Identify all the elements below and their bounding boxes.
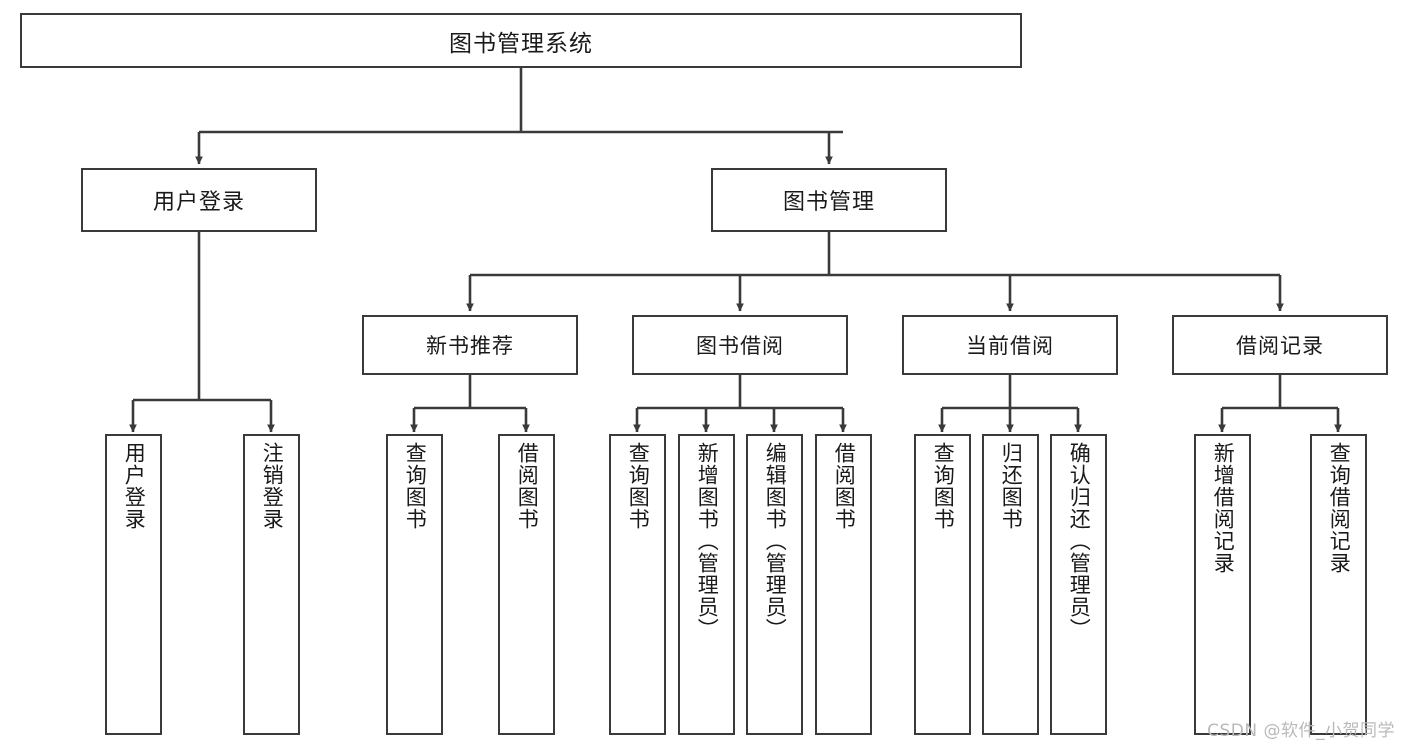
leaf-borrow-book[interactable]: 借阅图书 <box>815 434 872 735</box>
node-root-label: 图书管理系统 <box>449 30 593 57</box>
leaf-borrow-book-label: 借阅图书 <box>832 442 857 530</box>
leaf-add-borrow-record[interactable]: 新增借阅记录 <box>1194 434 1251 735</box>
leaf-edit-book-admin-label: 编辑图书（管理员） <box>763 442 788 640</box>
leaf-query-book-recommend-label: 查询图书 <box>403 442 428 530</box>
node-borrow-records-label: 借阅记录 <box>1236 334 1324 358</box>
node-root-book-management-system[interactable]: 图书管理系统 <box>20 13 1022 68</box>
leaf-borrow-book-recommend-label: 借阅图书 <box>515 442 540 530</box>
leaf-user-login[interactable]: 用户登录 <box>105 434 162 735</box>
leaf-query-book-current[interactable]: 查询图书 <box>914 434 971 735</box>
node-user-login-label: 用户登录 <box>152 190 245 215</box>
leaf-query-book-borrow[interactable]: 查询图书 <box>609 434 666 735</box>
leaf-query-book-current-label: 查询图书 <box>931 442 956 530</box>
node-new-book-recommend[interactable]: 新书推荐 <box>362 315 578 375</box>
node-book-borrow[interactable]: 图书借阅 <box>632 315 848 375</box>
node-borrow-records[interactable]: 借阅记录 <box>1172 315 1388 375</box>
node-current-borrow-label: 当前借阅 <box>966 334 1054 358</box>
leaf-return-book-label: 归还图书 <box>999 442 1024 530</box>
leaf-logout[interactable]: 注销登录 <box>243 434 300 735</box>
leaf-confirm-return-admin-label: 确认归还（管理员） <box>1067 442 1092 640</box>
leaf-logout-label: 注销登录 <box>260 442 285 530</box>
leaf-edit-book-admin[interactable]: 编辑图书（管理员） <box>746 434 803 735</box>
leaf-query-book-recommend[interactable]: 查询图书 <box>386 434 443 735</box>
leaf-user-login-label: 用户登录 <box>122 442 147 530</box>
csdn-watermark: CSDN @软件_小贺同学 <box>1207 721 1395 741</box>
leaf-query-book-borrow-label: 查询图书 <box>626 442 651 530</box>
node-book-management[interactable]: 图书管理 <box>711 168 947 232</box>
leaf-confirm-return-admin[interactable]: 确认归还（管理员） <box>1050 434 1107 735</box>
leaf-query-borrow-record[interactable]: 查询借阅记录 <box>1310 434 1367 735</box>
leaf-add-borrow-record-label: 新增借阅记录 <box>1211 442 1236 574</box>
node-user-login[interactable]: 用户登录 <box>81 168 317 232</box>
node-book-management-label: 图书管理 <box>782 190 875 215</box>
leaf-return-book[interactable]: 归还图书 <box>982 434 1039 735</box>
leaf-add-book-admin-label: 新增图书（管理员） <box>695 442 720 640</box>
leaf-add-book-admin[interactable]: 新增图书（管理员） <box>678 434 735 735</box>
leaf-borrow-book-recommend[interactable]: 借阅图书 <box>498 434 555 735</box>
leaf-query-borrow-record-label: 查询借阅记录 <box>1327 442 1352 574</box>
node-new-book-recommend-label: 新书推荐 <box>426 334 514 358</box>
node-current-borrow[interactable]: 当前借阅 <box>902 315 1118 375</box>
node-book-borrow-label: 图书借阅 <box>696 334 784 358</box>
